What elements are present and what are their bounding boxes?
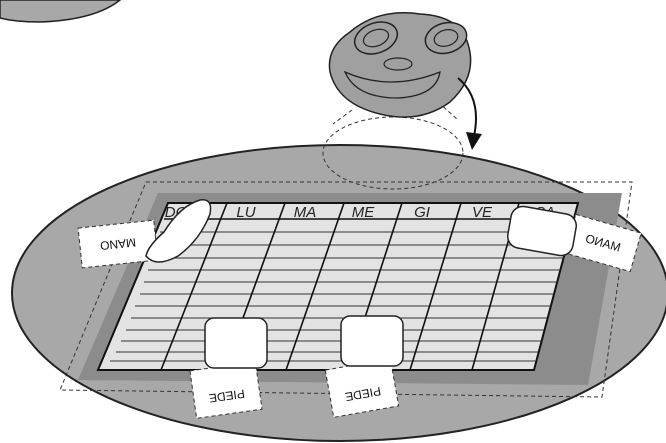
day-header-2: LU bbox=[236, 204, 255, 221]
foot-pad-left bbox=[205, 318, 267, 368]
face-icon bbox=[329, 13, 470, 117]
day-header-5: GI bbox=[414, 204, 430, 221]
foot-card-left: PIEDE bbox=[190, 362, 262, 419]
gaze-arrow-head bbox=[466, 132, 482, 150]
top-left-disc-fragment bbox=[0, 0, 120, 22]
day-header-3: MA bbox=[294, 204, 317, 221]
day-header-4: ME bbox=[352, 204, 375, 221]
day-header-6: VE bbox=[472, 204, 493, 221]
foot-pad-right bbox=[341, 316, 403, 366]
hand-card-left: MANO bbox=[78, 220, 158, 268]
face-nose bbox=[384, 58, 412, 70]
